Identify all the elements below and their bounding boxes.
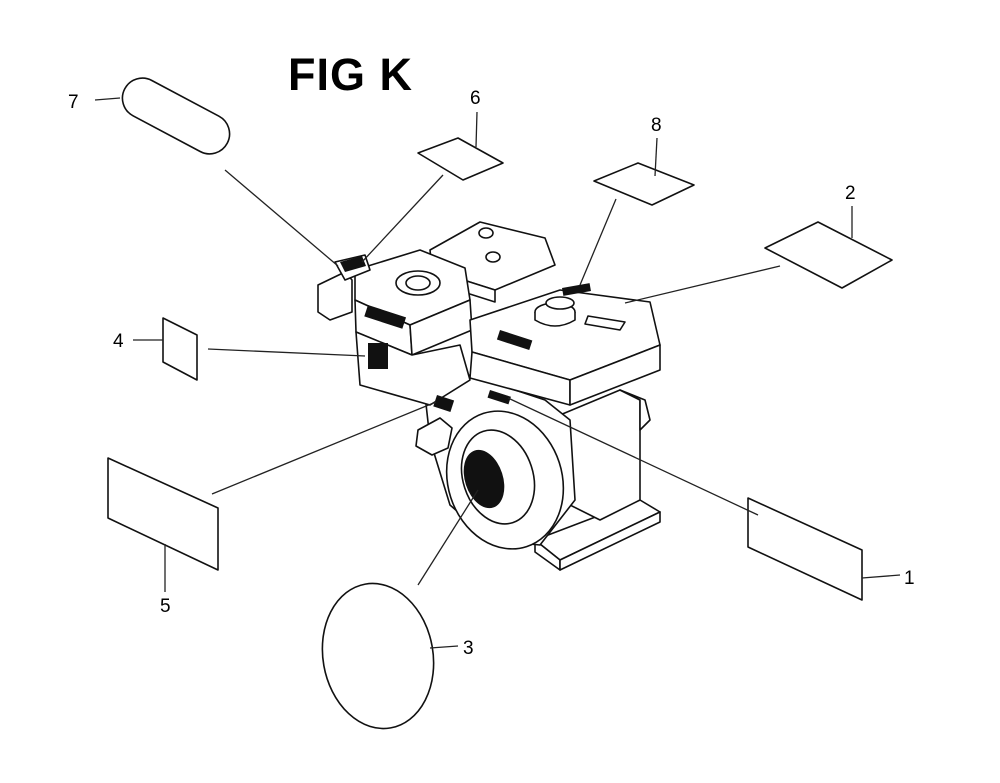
- callout-4: 4: [113, 331, 124, 352]
- leader-lines: [94, 97, 901, 649]
- decal-2: [764, 221, 893, 289]
- decal-3: [321, 582, 435, 730]
- figure-title: FIG K: [288, 49, 413, 100]
- decal-6: [417, 137, 504, 181]
- engine-illustration: [317, 221, 661, 571]
- callout-8: 8: [651, 115, 662, 136]
- callout-5: 5: [160, 596, 171, 617]
- callout-1: 1: [904, 568, 915, 589]
- decal-7: [121, 77, 231, 155]
- callout-2: 2: [845, 183, 856, 204]
- decal-4: [162, 317, 198, 381]
- callout-3: 3: [463, 638, 474, 659]
- callout-7: 7: [68, 92, 79, 113]
- decal-8: [593, 162, 695, 206]
- callout-6: 6: [470, 88, 481, 109]
- decal-5: [107, 457, 219, 571]
- decal-1: [747, 497, 863, 601]
